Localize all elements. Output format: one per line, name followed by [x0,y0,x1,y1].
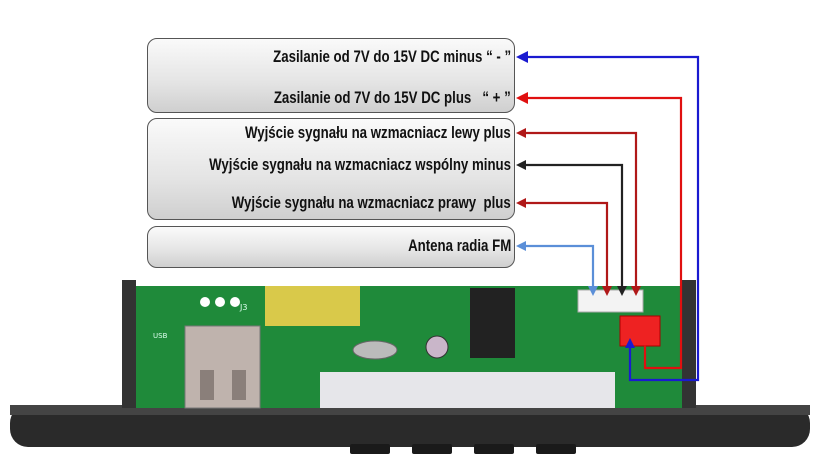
display [320,372,615,408]
usb-mark: USB [153,332,168,340]
power-connector [619,315,661,347]
label-left-plus: Wyjście sygnału na wzmacniacz lewy plus [245,123,511,142]
front-bezel [10,405,810,447]
signal-label-box [147,118,515,220]
label-power-plus: Zasilanie od 7V do 15V DC plus “ + ” [274,88,511,107]
wire-left-plus [520,131,638,290]
signal-connector [577,289,644,313]
wire-common-minus [520,163,624,290]
arrow-icon [516,241,526,251]
arrow-icon [625,338,635,348]
antenna-label-box [147,226,515,268]
chip [470,288,515,358]
arrow-icon [516,128,526,138]
label-antenna: Antena radia FM [407,236,511,255]
arrow-icon [588,286,598,296]
arrow-icon [617,286,627,296]
left-post [122,280,136,408]
wire-right-plus [520,201,609,290]
arrow-icon [631,286,641,296]
usb-port [184,325,261,409]
right-post [682,280,696,408]
wire-power-minus [520,55,700,382]
arrow-icon [516,160,526,170]
arrow-icon [516,51,528,63]
power-label-box [147,38,515,113]
crystal [352,340,398,360]
arrow-icon [516,92,528,104]
label-right-plus: Wyjście sygnału na wzmacniacz prawy plus [231,193,511,212]
capacitor [425,335,449,359]
wire-power-plus [520,96,683,370]
bt-antenna [265,286,360,326]
buttons [350,444,576,454]
label-common-minus: Wyjście sygnału na wzmacniacz wspólny mi… [209,155,511,174]
arrow-icon [516,198,526,208]
wire-antenna [520,244,595,290]
arrowheads [516,51,641,348]
label-power-minus: Zasilanie od 7V do 15V DC minus “ - ” [273,47,511,66]
arrow-icon [602,286,612,296]
j3-mark: J3 [239,303,247,312]
